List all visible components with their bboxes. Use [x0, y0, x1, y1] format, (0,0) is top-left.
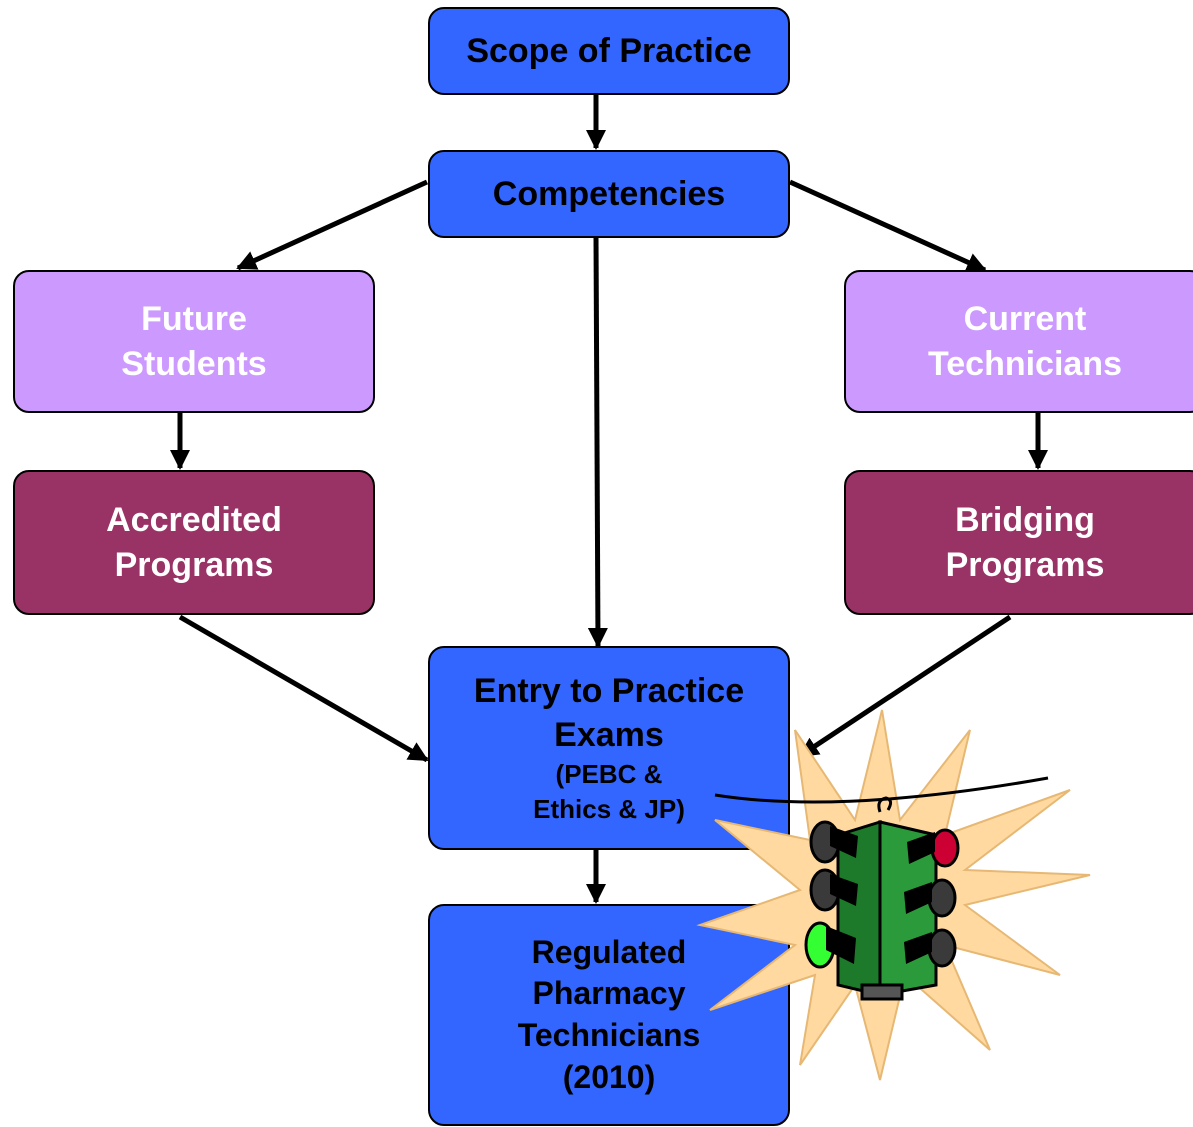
- future-students-box: Future Students: [13, 270, 375, 413]
- competencies-box: Competencies: [428, 150, 790, 238]
- accredited-programs-line-1: Accredited: [106, 501, 282, 540]
- arrow-accredited-to-exams: [178, 614, 429, 763]
- arrow-bridging-to-exams: [798, 614, 1012, 759]
- bridging-programs-box: Bridging Programs: [844, 470, 1193, 615]
- arrow-competencies-to-current: [788, 179, 987, 273]
- arrow-competencies-to-future: [236, 179, 429, 271]
- regulated-pharmacy-technicians-box: Regulated Pharmacy Technicians (2010): [428, 904, 790, 1126]
- regulated-line-4: (2010): [562, 1058, 656, 1095]
- arrow-competencies-to-exams: [587, 236, 608, 648]
- entry-exams-title-line-1: Entry to Practice: [473, 671, 745, 710]
- bridging-programs-line-1: Bridging: [955, 501, 1095, 540]
- entry-to-practice-exams-box: Entry to Practice Exams (PEBC & Ethics &…: [428, 646, 790, 850]
- entry-exams-detail-line-2: Ethics & JP): [533, 794, 685, 825]
- regulated-line-1: Regulated: [531, 933, 687, 970]
- competencies-label: Competencies: [492, 174, 726, 213]
- current-technicians-box: Current Technicians: [844, 270, 1193, 413]
- scope-of-practice-label: Scope of Practice: [466, 31, 752, 70]
- entry-exams-title-line-2: Exams: [554, 715, 664, 754]
- current-technicians-line-1: Current: [963, 300, 1087, 339]
- current-technicians-line-2: Technicians: [928, 344, 1122, 383]
- future-students-line-1: Future: [141, 300, 247, 339]
- accredited-programs-box: Accredited Programs: [13, 470, 375, 615]
- bridging-programs-line-2: Programs: [945, 545, 1105, 584]
- regulated-line-2: Pharmacy: [532, 975, 686, 1012]
- entry-exams-detail-line-1: (PEBC &: [555, 759, 663, 790]
- future-students-line-2: Students: [121, 344, 267, 383]
- accredited-programs-line-2: Programs: [114, 545, 274, 584]
- scope-of-practice-box: Scope of Practice: [428, 7, 790, 95]
- regulated-line-3: Technicians: [517, 1017, 701, 1053]
